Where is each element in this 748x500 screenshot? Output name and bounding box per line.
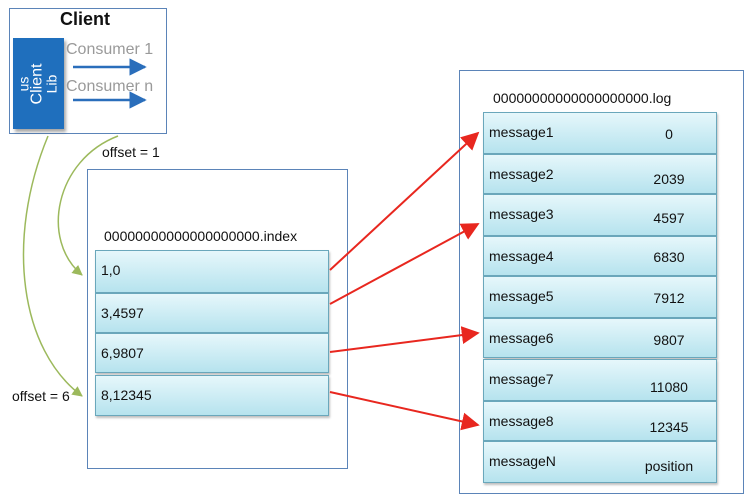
index-to-log-arrow xyxy=(329,326,480,353)
client-title: Client xyxy=(60,9,111,29)
index-to-log-arrow xyxy=(329,223,480,305)
consumer-1-label: Consumer 1 xyxy=(66,41,154,58)
offset-6-curve xyxy=(22,135,83,397)
index-entry: 3,4597 xyxy=(95,293,329,333)
index-to-log-arrow xyxy=(329,131,480,271)
client-lib-block: us Client Lib xyxy=(13,38,64,129)
index-to-log-arrow xyxy=(329,391,480,431)
log-filename: 00000000000000000000.log xyxy=(493,90,672,106)
offset-1-curve xyxy=(57,135,119,276)
index-entry: 6,9807 xyxy=(95,333,329,373)
consumer-n-label: Consumer n xyxy=(66,78,154,95)
index-entry: 8,12345 xyxy=(95,375,329,416)
offset-1-label: offset = 1 xyxy=(102,144,160,160)
offset-6-label: offset = 6 xyxy=(12,388,70,404)
index-filename: 00000000000000000000.index xyxy=(104,228,298,244)
index-entry: 1,0 xyxy=(95,250,329,293)
